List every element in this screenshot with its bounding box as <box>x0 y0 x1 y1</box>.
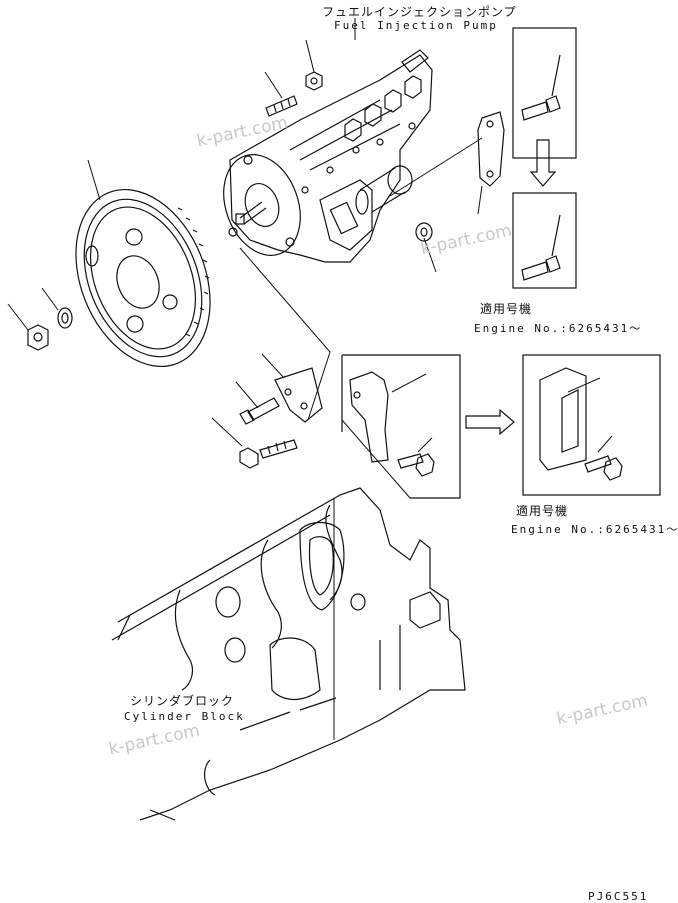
gear-nut <box>27 324 49 351</box>
arrow-right <box>465 408 515 436</box>
block-label-jp: シリンダブロック <box>130 694 235 708</box>
cylinder-block <box>111 487 466 821</box>
serial-box-2 <box>512 192 577 289</box>
leader-lines <box>7 18 613 740</box>
serial-box-1 <box>512 27 577 159</box>
bracket-bolt-upper <box>239 397 280 425</box>
fuel-injection-pump <box>223 49 433 263</box>
stud-bolt <box>265 95 298 117</box>
pump-bracket <box>274 367 323 423</box>
serial-1-label-en: Engine No.:6265431～ <box>474 322 643 335</box>
serial-2-label-jp: 適用号機 <box>516 504 569 518</box>
bracket-box-new <box>522 354 661 496</box>
bracket-bolt-lower <box>239 439 298 469</box>
figure-code: PJ6C551 <box>588 890 649 903</box>
nut-top <box>305 71 323 91</box>
drive-gear <box>75 188 211 368</box>
pump-label-en: Fuel Injection Pump <box>334 19 498 32</box>
pump-label-jp: フュエルインジェクションポンプ <box>322 5 517 19</box>
serial-1-label-jp: 適用号機 <box>480 302 533 316</box>
block-label-en: Cylinder Block <box>124 710 245 723</box>
pump-support-plate <box>477 111 505 187</box>
pump-washer <box>415 222 433 242</box>
arrow-down <box>529 139 557 187</box>
gear-washer <box>57 307 73 329</box>
bracket-box-old <box>341 354 461 499</box>
serial-2-label-en: Engine No.:6265431～ <box>511 523 678 536</box>
